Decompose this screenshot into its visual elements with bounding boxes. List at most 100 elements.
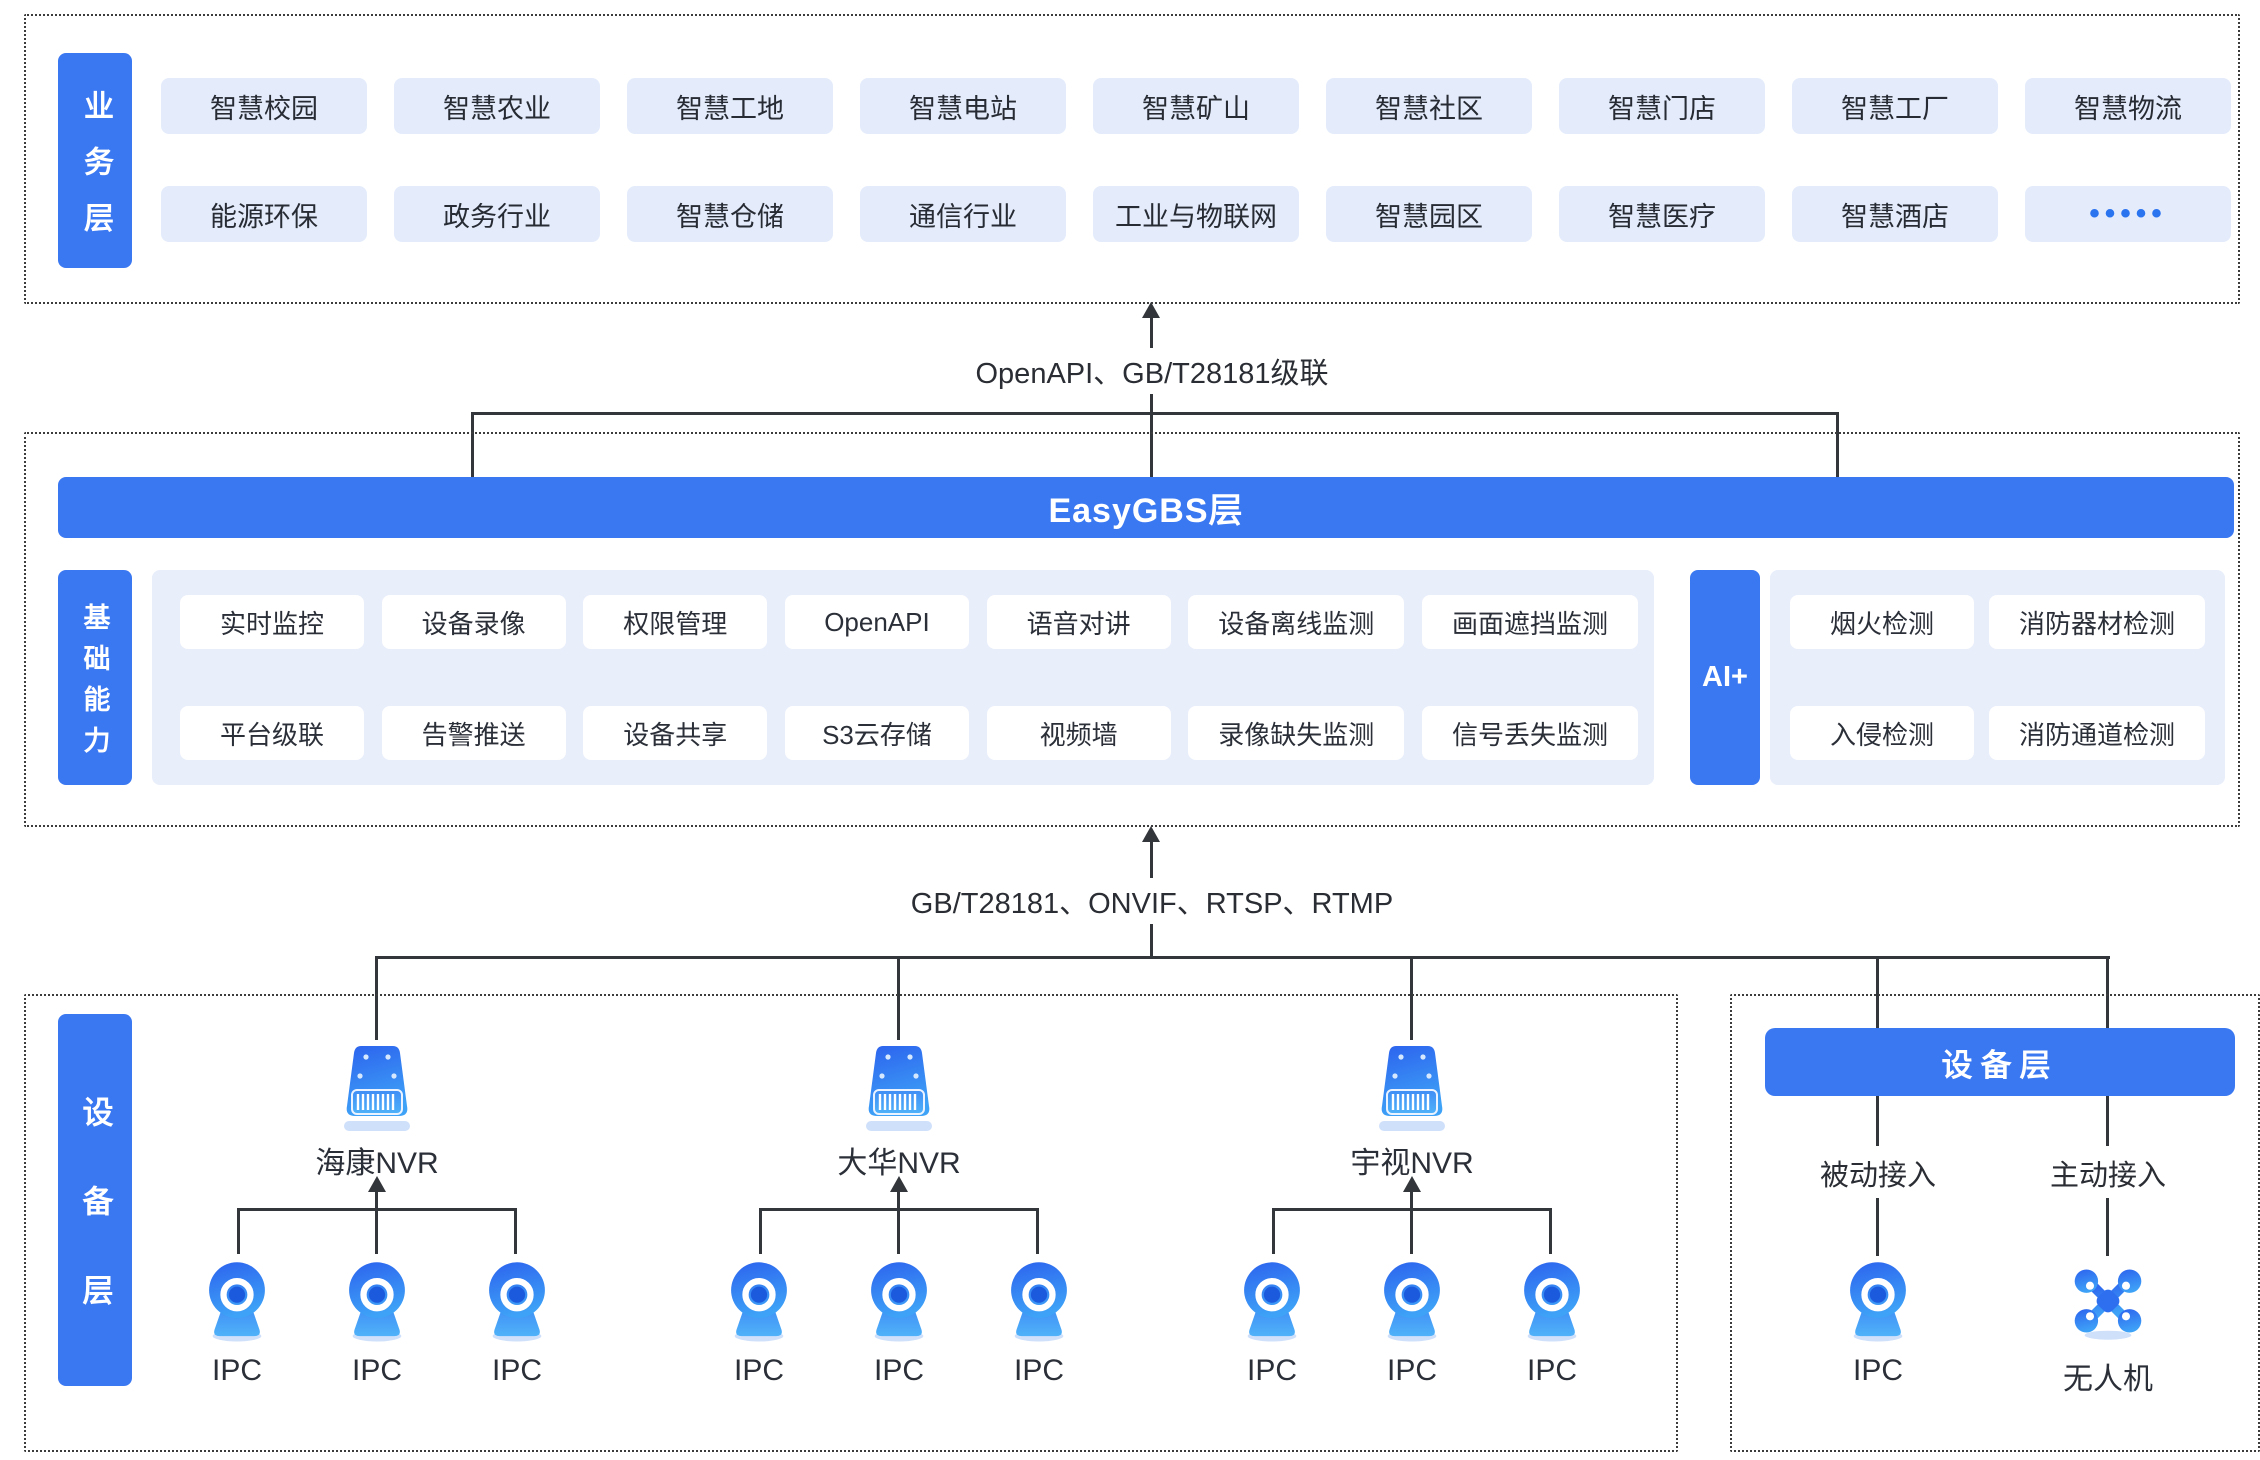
ipc-label: IPC: [873, 1354, 925, 1387]
access-device-label: 无人机: [2063, 1363, 2153, 1396]
nvr-label: 海康NVR: [315, 1147, 439, 1180]
connector-line: [514, 1208, 517, 1254]
ipc-camera-icon: [994, 1256, 1084, 1346]
connector-line: [2106, 956, 2109, 1028]
business-layer-label: 业务层: [79, 89, 112, 258]
ipc-camera-icon: [332, 1256, 422, 1346]
ai-row-2: 入侵检测 消防通道检测: [1790, 706, 2205, 760]
connector-line: [1036, 1208, 1039, 1254]
ai-capability-tag: 消防通道检测: [1988, 706, 2205, 760]
capability-tag: 设备共享: [583, 706, 768, 760]
connector-line: [237, 1208, 240, 1254]
capability-tag: OpenAPI: [784, 595, 969, 649]
ipc-camera-icon: [1507, 1256, 1597, 1346]
capability-tag: 设备离线监测: [1188, 595, 1405, 649]
capability-tag: 画面遮挡监测: [1421, 595, 1638, 649]
ai-capability-tag: 消防器材检测: [1988, 595, 2205, 649]
capability-tag: 信号丢失监测: [1421, 706, 1638, 760]
industry-tag: 智慧医疗: [1559, 186, 1765, 242]
capability-tag: 视频墙: [986, 706, 1171, 760]
industry-tag: 智慧工厂: [1792, 78, 1998, 134]
industry-tag: 智慧仓储: [627, 186, 833, 242]
connector-line: [375, 956, 378, 1040]
base-capability-tag: 基础能力: [58, 570, 132, 785]
device-layer-box: [24, 994, 1678, 1452]
connector-line: [1410, 1208, 1413, 1254]
industry-tag: 智慧物流: [2025, 78, 2231, 134]
ipc-label: IPC: [211, 1354, 263, 1387]
protocol-label-top: OpenAPI、GB/T28181级联: [959, 348, 1345, 394]
industry-tag: 工业与物联网: [1093, 186, 1299, 242]
connector-line: [1876, 956, 1879, 1028]
base-capability-label: 基础能力: [79, 602, 110, 767]
capability-tag: 告警推送: [381, 706, 566, 760]
capability-tag: 设备录像: [381, 595, 566, 649]
arrow-up-icon: [1142, 826, 1160, 842]
connector-line: [1410, 1191, 1413, 1210]
ipc-camera-icon: [1833, 1256, 1923, 1346]
capability-panel: 实时监控 设备录像 权限管理 OpenAPI 语音对讲 设备离线监测 画面遮挡监…: [152, 570, 1654, 785]
capability-tag: 语音对讲: [986, 595, 1171, 649]
capability-tag: 权限管理: [583, 595, 768, 649]
ipc-camera-icon: [472, 1256, 562, 1346]
ai-capability-tag: 烟火检测: [1790, 595, 1974, 649]
nvr-recorder-icon: [1362, 1038, 1462, 1138]
nvr-label: 宇视NVR: [1350, 1147, 1474, 1180]
industry-tag: 智慧园区: [1326, 186, 1532, 242]
nvr-recorder-icon: [327, 1038, 427, 1138]
capability-row-1: 实时监控 设备录像 权限管理 OpenAPI 语音对讲 设备离线监测 画面遮挡监…: [180, 595, 1638, 649]
easygbs-layer-title: EasyGBS层: [1048, 492, 1244, 530]
ipc-label: IPC: [733, 1354, 785, 1387]
industry-tag-row-1: 智慧校园 智慧农业 智慧工地 智慧电站 智慧矿山 智慧社区 智慧门店 智慧工厂 …: [161, 78, 2231, 134]
arrow-up-icon: [890, 1176, 908, 1192]
access-mode-label: 主动接入: [2041, 1152, 2175, 1194]
industry-tag: 政务行业: [394, 186, 600, 242]
connector-line: [1876, 1096, 1879, 1146]
ipc-camera-icon: [1367, 1256, 1457, 1346]
connector-line: [897, 1191, 900, 1210]
industry-tag: 智慧工地: [627, 78, 833, 134]
industry-tag: 智慧矿山: [1093, 78, 1299, 134]
access-device-box: [1730, 994, 2260, 1452]
access-mode-label: 被动接入: [1811, 1152, 1945, 1194]
ipc-label: IPC: [351, 1354, 403, 1387]
access-device-label: IPC: [1852, 1354, 1904, 1387]
ipc-label: IPC: [1526, 1354, 1578, 1387]
connector-line: [1410, 956, 1413, 1040]
business-layer-box: [24, 14, 2240, 304]
easygbs-layer-box: [24, 432, 2240, 827]
connector-line: [375, 1208, 378, 1254]
capability-tag: 实时监控: [180, 595, 364, 649]
capability-row-2: 平台级联 告警推送 设备共享 S3云存储 视频墙 录像缺失监测 信号丢失监测: [180, 706, 1638, 760]
nvr-recorder-icon: [849, 1038, 949, 1138]
capability-tag: S3云存储: [784, 706, 969, 760]
device-layer-tag: 设备层: [58, 1014, 132, 1386]
industry-tag: 智慧电站: [860, 78, 1066, 134]
industry-tag: 智慧社区: [1326, 78, 1532, 134]
ipc-camera-icon: [1227, 1256, 1317, 1346]
ai-capability-tag: 入侵检测: [1790, 706, 1974, 760]
arrow-up-icon: [368, 1176, 386, 1192]
industry-tag: 通信行业: [860, 186, 1066, 242]
arrow-up-icon: [1142, 302, 1160, 318]
business-layer-tag: 业务层: [58, 53, 132, 268]
connector-line: [1272, 1208, 1275, 1254]
connector-line: [1549, 1208, 1552, 1254]
ai-plus-label: AI+: [1702, 661, 1748, 693]
ai-row-1: 烟火检测 消防器材检测: [1790, 595, 2205, 649]
device-layer-label: 设备层: [77, 1095, 113, 1363]
industry-tag: 智慧门店: [1559, 78, 1765, 134]
industry-tag: 智慧校园: [161, 78, 367, 134]
protocol-label-bottom: GB/T28181、ONVIF、RTSP、RTMP: [894, 878, 1410, 924]
connector-line: [897, 1208, 900, 1254]
connector-line: [2106, 1096, 2109, 1146]
ipc-label: IPC: [1386, 1354, 1438, 1387]
capability-tag: 平台级联: [180, 706, 364, 760]
connector-line: [1876, 1198, 1879, 1256]
industry-tag-row-2: 能源环保 政务行业 智慧仓储 通信行业 工业与物联网 智慧园区 智慧医疗 智慧酒…: [161, 186, 2231, 242]
connector-line: [2106, 1198, 2109, 1256]
connector-line: [375, 1191, 378, 1210]
ipc-camera-icon: [192, 1256, 282, 1346]
connector-line: [897, 956, 900, 1040]
